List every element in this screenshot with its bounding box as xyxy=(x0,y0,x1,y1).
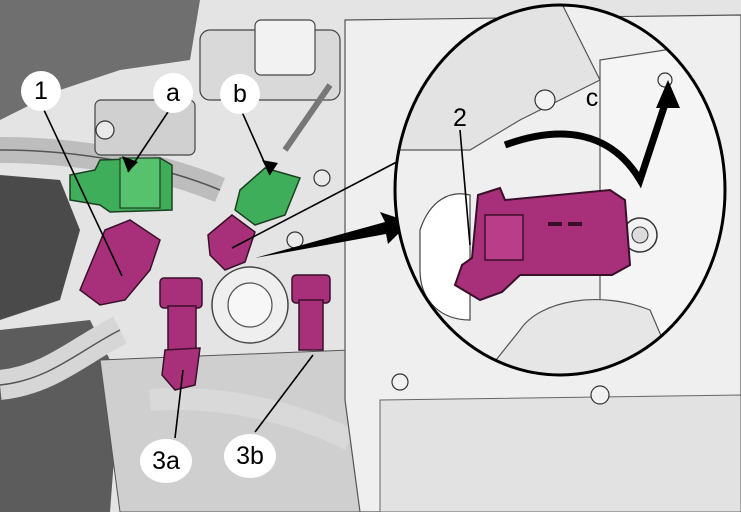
callout-b: b xyxy=(220,74,260,114)
callout-c: c xyxy=(585,83,599,112)
bolt-left xyxy=(95,120,115,140)
arrowhead-a xyxy=(122,156,138,172)
magenta-connector-b xyxy=(207,214,256,271)
engine-shadow-left xyxy=(0,175,80,320)
green-connector-b xyxy=(234,167,302,226)
central-boss-inner xyxy=(227,282,273,328)
pipe-bottom xyxy=(149,388,355,450)
callout-a: a xyxy=(153,73,193,113)
threaded-stud xyxy=(282,83,333,152)
bolt-mid xyxy=(313,169,331,187)
arrowhead-b xyxy=(262,160,278,175)
callout-2: 2 xyxy=(453,103,467,132)
engine-cover-lower xyxy=(379,394,741,512)
sensor-housing xyxy=(254,19,316,76)
bracket-left xyxy=(94,99,196,156)
pipe-lower-edge xyxy=(0,329,121,386)
leader-3b xyxy=(254,354,314,433)
callout-3b: 3b xyxy=(224,434,276,478)
magenta-sensor-3b xyxy=(291,274,331,351)
callout-3a: 3a xyxy=(140,439,192,483)
magenta-sensor-3a xyxy=(159,277,203,391)
callout-1: 1 xyxy=(21,71,61,111)
leader-3a xyxy=(174,369,184,439)
zoom-pointer-arrow xyxy=(255,212,410,258)
pipe-bottom-2 xyxy=(199,430,346,499)
bolt-right-2 xyxy=(391,373,409,391)
leader-1 xyxy=(43,109,123,277)
bolt-right xyxy=(590,385,610,405)
magenta-connector-1 xyxy=(79,219,161,306)
